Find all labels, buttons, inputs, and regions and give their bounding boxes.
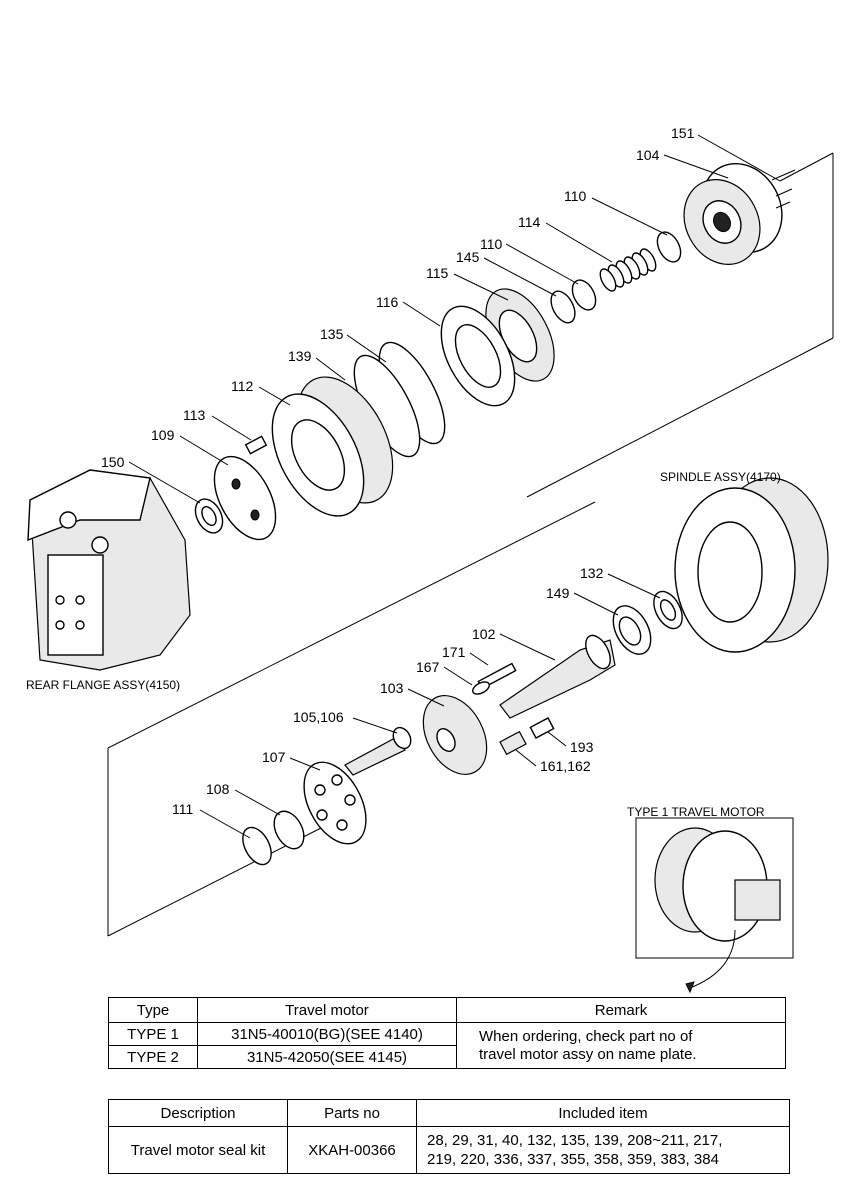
- frame-lines: [107, 152, 834, 937]
- part-107-retainer: [303, 761, 367, 845]
- remark-line-1: When ordering, check part no of: [479, 1027, 693, 1045]
- header-parts-no: Parts no: [287, 1099, 417, 1127]
- cell-type: TYPE 1: [108, 1022, 198, 1046]
- part-114-spring: [599, 248, 657, 292]
- label-132: 132: [580, 565, 604, 581]
- label-139: 139: [288, 348, 312, 364]
- part-150-bearing: [194, 498, 224, 534]
- label-108: 108: [206, 781, 230, 797]
- cell-travel-motor: 31N5-40010(BG)(SEE 4140): [197, 1022, 457, 1046]
- part-113-spring: [244, 435, 268, 455]
- exploded-parts-diagram: 151 104 110 114 110 145 115 116 135 139 …: [26, 125, 834, 994]
- label-103: 103: [380, 680, 404, 696]
- part-116-plate: [440, 305, 516, 407]
- part-112-cylinder: [271, 376, 394, 517]
- rear-flange-assy: [27, 469, 191, 671]
- header-type: Type: [108, 997, 198, 1023]
- label-114: 114: [518, 214, 541, 230]
- label-115: 115: [426, 265, 449, 281]
- part-104-housing: [683, 162, 796, 265]
- part-102-shaft: [499, 634, 616, 719]
- part-110-ring-a: [656, 231, 682, 263]
- cell-parts-no: XKAH-00366: [287, 1126, 417, 1174]
- header-description: Description: [108, 1099, 288, 1127]
- part-193-spring: [529, 717, 555, 739]
- caption-spindle-assy: SPINDLE ASSY(4170): [660, 470, 781, 484]
- part-105-106-piston: [344, 726, 412, 776]
- kit-table-header-row: Description Parts no Included item: [108, 1099, 790, 1127]
- table-row: TYPE 2 31N5-42050(SEE 4145): [108, 1045, 786, 1069]
- part-110-ring-b: [571, 279, 597, 311]
- label-151: 151: [671, 125, 695, 141]
- header-travel-motor: Travel motor: [197, 997, 457, 1023]
- table-row: TYPE 1 31N5-40010(BG)(SEE 4140) When ord…: [108, 1022, 786, 1069]
- label-167: 167: [416, 659, 440, 675]
- part-149-bearing: [612, 605, 652, 655]
- motor-table-header-row: Type Travel motor Remark: [108, 997, 786, 1023]
- label-135: 135: [320, 326, 344, 342]
- type1-inset-box: [635, 817, 794, 994]
- part-labels: 151 104 110 114 110 145 115 116 135 139 …: [101, 125, 695, 817]
- part-132-seal: [653, 590, 683, 630]
- label-107: 107: [262, 749, 286, 765]
- part-167-pin: [472, 681, 490, 695]
- header-included-item: Included item: [416, 1099, 790, 1127]
- label-113: 113: [183, 407, 206, 423]
- leader-lines: [128, 134, 781, 839]
- label-110-a: 110: [564, 188, 587, 204]
- part-108-ring: [273, 810, 305, 850]
- label-105-106: 105,106: [293, 709, 344, 725]
- label-102: 102: [472, 626, 496, 642]
- label-110-b: 110: [480, 236, 503, 252]
- cell-type: TYPE 2: [108, 1045, 198, 1069]
- label-112: 112: [231, 378, 254, 394]
- label-104: 104: [636, 147, 660, 163]
- label-109: 109: [151, 427, 175, 443]
- label-116: 116: [376, 294, 399, 310]
- included-items-line-2: 219, 220, 336, 337, 355, 358, 359, 383, …: [427, 1151, 719, 1168]
- part-103-swash-plate: [422, 695, 488, 775]
- motor-type-table: Type Travel motor Remark TYPE 1 31N5-400…: [108, 997, 786, 1069]
- cell-travel-motor: 31N5-42050(SEE 4145): [197, 1045, 457, 1069]
- part-109-valve-plate: [213, 455, 277, 541]
- spindle-assy: [674, 477, 829, 653]
- included-items-line-1: 28, 29, 31, 40, 132, 135, 139, 208~211, …: [427, 1132, 723, 1149]
- part-145-ring: [550, 290, 576, 324]
- cell-included-item: 28, 29, 31, 40, 132, 135, 139, 208~211, …: [416, 1126, 790, 1174]
- header-remark: Remark: [456, 997, 786, 1023]
- cell-description: Travel motor seal kit: [108, 1126, 288, 1174]
- label-111: 111: [172, 801, 193, 817]
- caption-rear-flange-assy: REAR FLANGE ASSY(4150): [26, 678, 180, 692]
- cell-remark: When ordering, check part no of travel m…: [456, 1022, 786, 1069]
- part-161-162-piston: [499, 730, 527, 756]
- label-145: 145: [456, 249, 480, 265]
- label-149: 149: [546, 585, 570, 601]
- remark-line-2: travel motor assy on name plate.: [479, 1045, 697, 1063]
- label-193: 193: [570, 739, 594, 755]
- table-row: Travel motor seal kit XKAH-00366 28, 29,…: [108, 1126, 790, 1174]
- label-161-162: 161,162: [540, 758, 591, 774]
- part-111-ring: [242, 826, 272, 866]
- caption-type1-travel-motor: TYPE 1 TRAVEL MOTOR: [627, 805, 765, 819]
- label-171: 171: [442, 644, 466, 660]
- seal-kit-table: Description Parts no Included item Trave…: [108, 1099, 790, 1174]
- label-150: 150: [101, 454, 125, 470]
